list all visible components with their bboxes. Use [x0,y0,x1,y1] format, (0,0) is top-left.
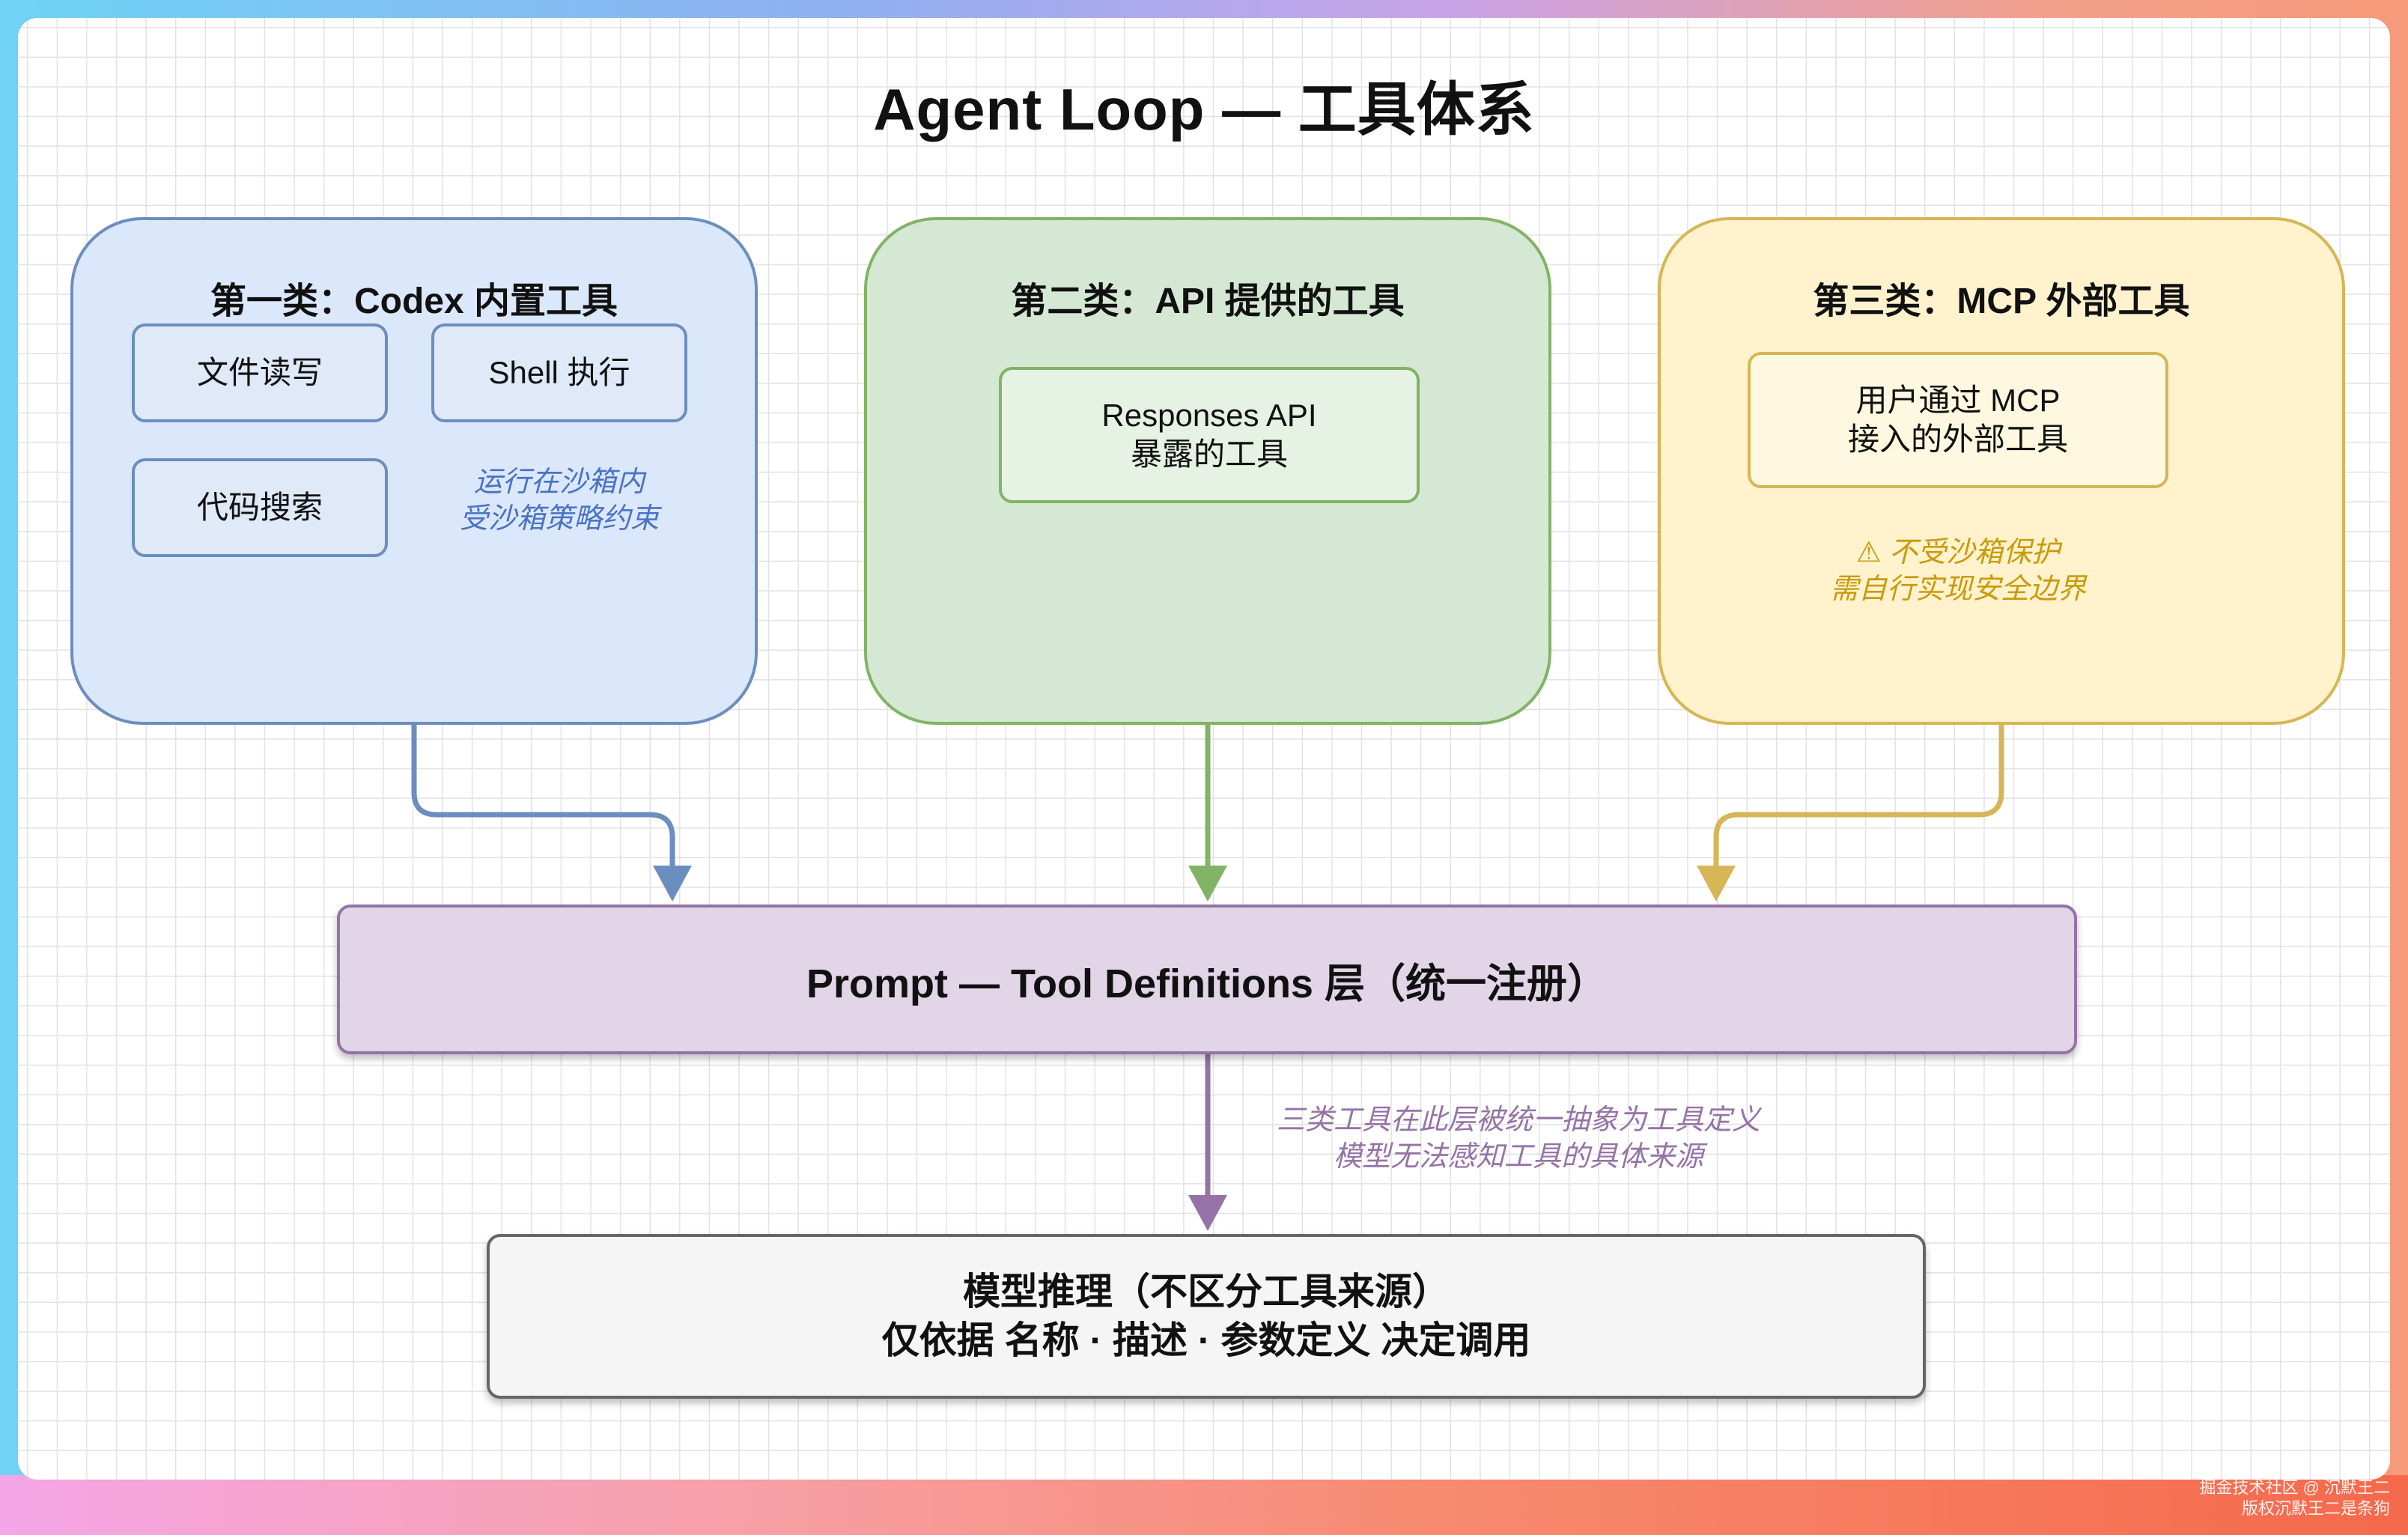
group-api-tools: 第二类：API 提供的工具 Responses API 暴露的工具 [864,217,1551,725]
model-inference-box: 模型推理（不区分工具来源） 仅依据 名称 · 描述 · 参数定义 决定调用 [487,1234,1926,1399]
group-mcp-title: 第三类：MCP 外部工具 [1813,282,2190,321]
group-codex-title: 第一类：Codex 内置工具 [210,282,618,321]
arrowhead-api [1188,866,1227,902]
diagram-title: Agent Loop — 工具体系 [873,76,1535,142]
arrow-mcp-to-prompt [1713,725,2004,872]
abstraction-note: 三类工具在此层被统一抽象为工具定义 模型无法感知工具的具体来源 [1276,1104,1760,1173]
tool-code-search: 代码搜索 [132,458,388,557]
sandbox-note: 运行在沙箱内 受沙箱策略约束 [459,466,659,535]
tool-shell-exec: Shell 执行 [431,323,687,422]
model-line-2: 仅依据 名称 · 描述 · 参数定义 决定调用 [881,1319,1531,1361]
arrow-codex-to-prompt [411,725,675,872]
arrowhead-mcp [1697,866,1736,902]
arrowhead-codex [653,866,692,902]
tool-mcp-external: 用户通过 MCP 接入的外部工具 [1748,352,2168,488]
mcp-warning-note: ⚠ 不受沙箱保护 需自行实现安全边界 [1829,537,2086,606]
watermark: 掘金技术社区 @ 沉默王二 版权沉默王二是条狗 [2199,1477,2390,1520]
group-api-title: 第二类：API 提供的工具 [1011,282,1405,321]
bottom-gradient-band [0,1475,2408,1535]
diagram-canvas: Agent Loop — 工具体系 第一类：Codex 内置工具 文件读写 Sh… [18,18,2390,1480]
watermark-line-1: 掘金技术社区 @ 沉默王二 [2199,1477,2390,1497]
connector-arrows [411,725,2004,1231]
model-line-1: 模型推理（不区分工具来源） [963,1271,1450,1313]
group-mcp-tools: 第三类：MCP 外部工具 用户通过 MCP 接入的外部工具 ⚠ 不受沙箱保护 需… [1658,217,2345,725]
arrowhead-prompt [1188,1195,1227,1231]
group-codex-builtin: 第一类：Codex 内置工具 文件读写 Shell 执行 代码搜索 运行在沙箱内… [70,217,758,725]
watermark-line-2: 版权沉默王二是条狗 [2241,1499,2390,1519]
prompt-tool-definitions-layer: Prompt — Tool Definitions 层（统一注册） [337,905,2077,1054]
tool-file-read-write: 文件读写 [132,323,388,422]
tool-responses-api: Responses API 暴露的工具 [999,367,1420,503]
